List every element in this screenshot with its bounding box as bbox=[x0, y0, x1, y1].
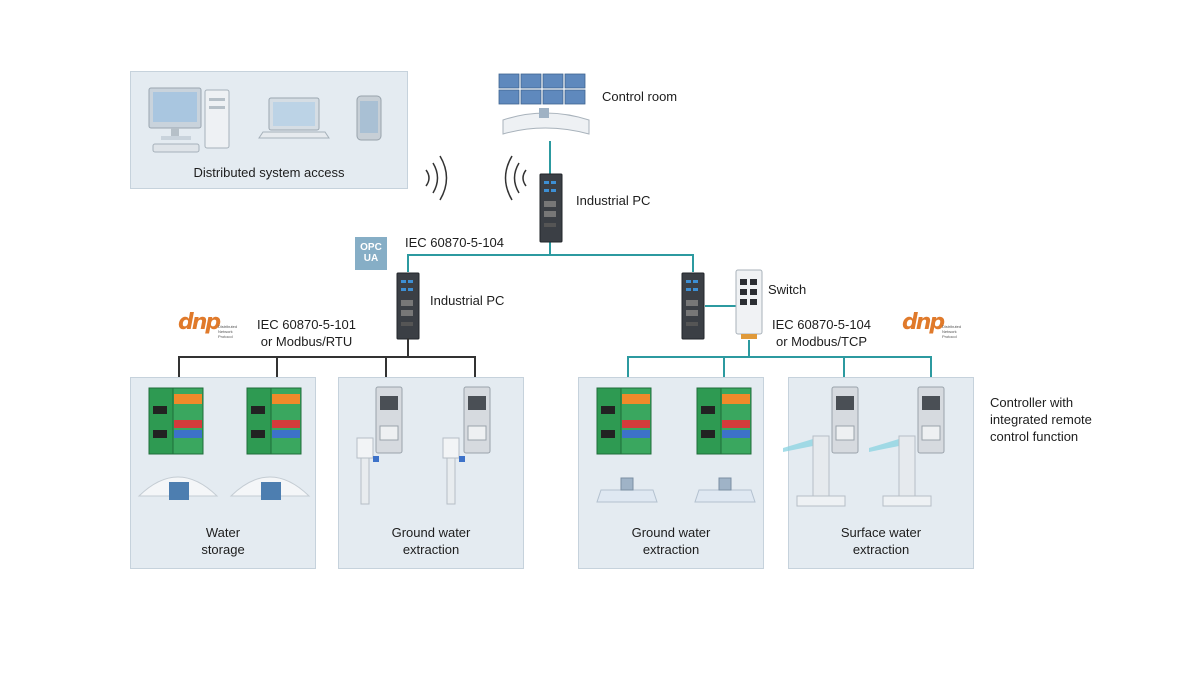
controller-note-line1: Controller with bbox=[990, 395, 1074, 410]
dnp-logo-subtitle: Distributed Network Protocol bbox=[942, 324, 962, 339]
desktop-computer-icon bbox=[148, 87, 230, 153]
industrial-pc-top-label: Industrial PC bbox=[576, 193, 651, 208]
controller-module-icon bbox=[148, 387, 204, 455]
opc-ua-line1: OPC bbox=[360, 242, 382, 253]
distributed-access-panel: Distributed system access bbox=[130, 71, 408, 189]
controller-note: Controller with integrated remote contro… bbox=[990, 394, 1092, 445]
network-link bbox=[843, 356, 845, 386]
controller-note-line2: integrated remote bbox=[990, 412, 1092, 427]
laptop-icon bbox=[258, 97, 330, 139]
serial-bus-link bbox=[178, 356, 180, 386]
serial-bus-link bbox=[385, 356, 387, 386]
protocol-left-line2: or Modbus/RTU bbox=[260, 334, 353, 349]
dnp-logo: dnp Distributed Network Protocol bbox=[178, 310, 237, 340]
dnp-logo-text: dnp bbox=[902, 310, 945, 335]
switch-label: Switch bbox=[768, 282, 807, 297]
serial-bus-link bbox=[178, 356, 476, 358]
station-label: Ground water extraction bbox=[579, 524, 763, 558]
distributed-access-label: Distributed system access bbox=[193, 165, 345, 180]
control-room-label: Control room bbox=[602, 89, 678, 104]
station-panel-ground-water-extraction: Ground water extraction bbox=[578, 377, 764, 569]
opc-ua-line2: UA bbox=[363, 253, 379, 264]
station-label-line1: Water bbox=[205, 525, 241, 540]
serial-bus-link bbox=[474, 356, 476, 386]
network-link bbox=[407, 254, 694, 256]
station-label: Ground water extraction bbox=[339, 524, 523, 558]
network-link bbox=[692, 254, 694, 272]
remote-controller-icon bbox=[463, 386, 491, 454]
station-label-line2: extraction bbox=[642, 542, 700, 557]
station-label-line1: Ground water bbox=[391, 525, 471, 540]
wellhead-icon bbox=[596, 477, 658, 503]
network-link bbox=[549, 141, 551, 175]
protocol-right-line1: IEC 60870-5-104 bbox=[772, 317, 872, 332]
protocol-left-line1: IEC 60870-5-101 bbox=[257, 317, 357, 332]
wireless-signal-icon bbox=[425, 155, 448, 201]
network-link bbox=[549, 240, 551, 256]
dnp-logo-text: dnp bbox=[178, 310, 221, 335]
controller-note-line3: control function bbox=[990, 429, 1079, 444]
serial-bus-link bbox=[407, 338, 409, 357]
serial-bus-link bbox=[276, 356, 278, 386]
control-room-icon bbox=[498, 73, 590, 135]
controller-module-icon bbox=[696, 387, 752, 455]
water-tank-icon bbox=[137, 476, 219, 500]
network-switch-icon bbox=[735, 269, 763, 339]
remote-controller-icon bbox=[917, 386, 945, 454]
industrial-pc-icon bbox=[681, 272, 705, 340]
station-label-line1: Surface water bbox=[840, 525, 922, 540]
well-pump-icon bbox=[442, 437, 465, 505]
well-pump-icon bbox=[356, 437, 379, 505]
dnp-logo-subtitle: Distributed Network Protocol bbox=[218, 324, 238, 339]
network-link bbox=[723, 356, 725, 386]
industrial-pc-icon bbox=[539, 173, 563, 243]
protocol-right-line2: or Modbus/TCP bbox=[775, 334, 868, 349]
network-link bbox=[930, 356, 932, 386]
station-label-line2: storage bbox=[201, 542, 245, 557]
network-link bbox=[748, 340, 750, 357]
smartphone-icon bbox=[356, 95, 382, 141]
remote-controller-icon bbox=[375, 386, 403, 454]
controller-module-icon bbox=[246, 387, 302, 455]
opc-ua-badge: OPC UA bbox=[355, 237, 387, 270]
network-link bbox=[627, 356, 629, 386]
network-link bbox=[407, 254, 409, 272]
network-link bbox=[705, 305, 737, 307]
surface-intake-icon bbox=[783, 435, 846, 507]
station-label-line2: extraction bbox=[402, 542, 460, 557]
station-label-line1: Ground water bbox=[631, 525, 711, 540]
dnp-logo: dnp Distributed Network Protocol bbox=[902, 310, 961, 340]
industrial-pc-icon bbox=[396, 272, 420, 340]
station-panel-surface-water-extraction: Surface water extraction bbox=[783, 377, 974, 569]
network-link bbox=[627, 356, 932, 358]
surface-intake-icon bbox=[869, 435, 932, 507]
water-tank-icon bbox=[229, 476, 311, 500]
protocol-left-label: IEC 60870-5-101 or Modbus/RTU bbox=[257, 316, 356, 350]
protocol-top-label: IEC 60870-5-104 bbox=[405, 235, 505, 250]
station-label: Water storage bbox=[131, 524, 315, 558]
station-panel-ground-water-extraction: Ground water extraction bbox=[338, 377, 524, 569]
controller-module-icon bbox=[596, 387, 652, 455]
protocol-right-label: IEC 60870-5-104 or Modbus/TCP bbox=[772, 316, 871, 350]
remote-controller-icon bbox=[831, 386, 859, 454]
industrial-pc-left-label: Industrial PC bbox=[430, 293, 505, 308]
wireless-signal-icon bbox=[504, 155, 527, 201]
station-panel-water-storage: Water storage bbox=[130, 377, 316, 569]
station-label-line2: extraction bbox=[852, 542, 910, 557]
wellhead-icon bbox=[694, 477, 756, 503]
station-label: Surface water extraction bbox=[789, 524, 973, 558]
